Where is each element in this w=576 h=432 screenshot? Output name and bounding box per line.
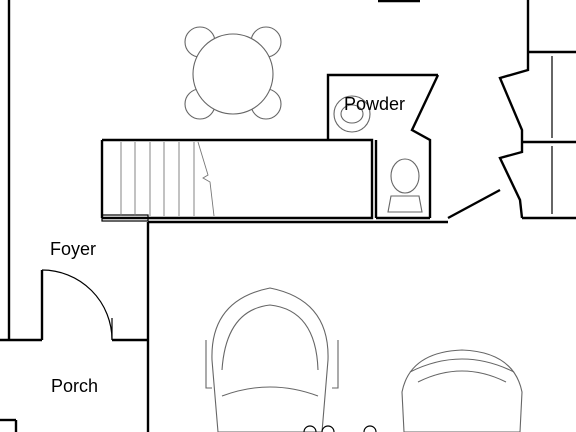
exterior-walls xyxy=(0,0,150,432)
room-label-porch: Porch xyxy=(51,376,99,396)
car-left xyxy=(205,287,339,432)
bottom-fixtures xyxy=(303,425,377,432)
powder-room xyxy=(326,73,440,220)
foyer-door xyxy=(41,269,113,341)
room-label-powder: Powder xyxy=(344,94,406,114)
car-right xyxy=(401,349,523,432)
room-label-foyer: Foyer xyxy=(50,239,97,259)
dining-table xyxy=(184,26,282,120)
staircase xyxy=(120,141,215,217)
stair-wall xyxy=(100,138,448,224)
east-walls xyxy=(447,0,576,220)
